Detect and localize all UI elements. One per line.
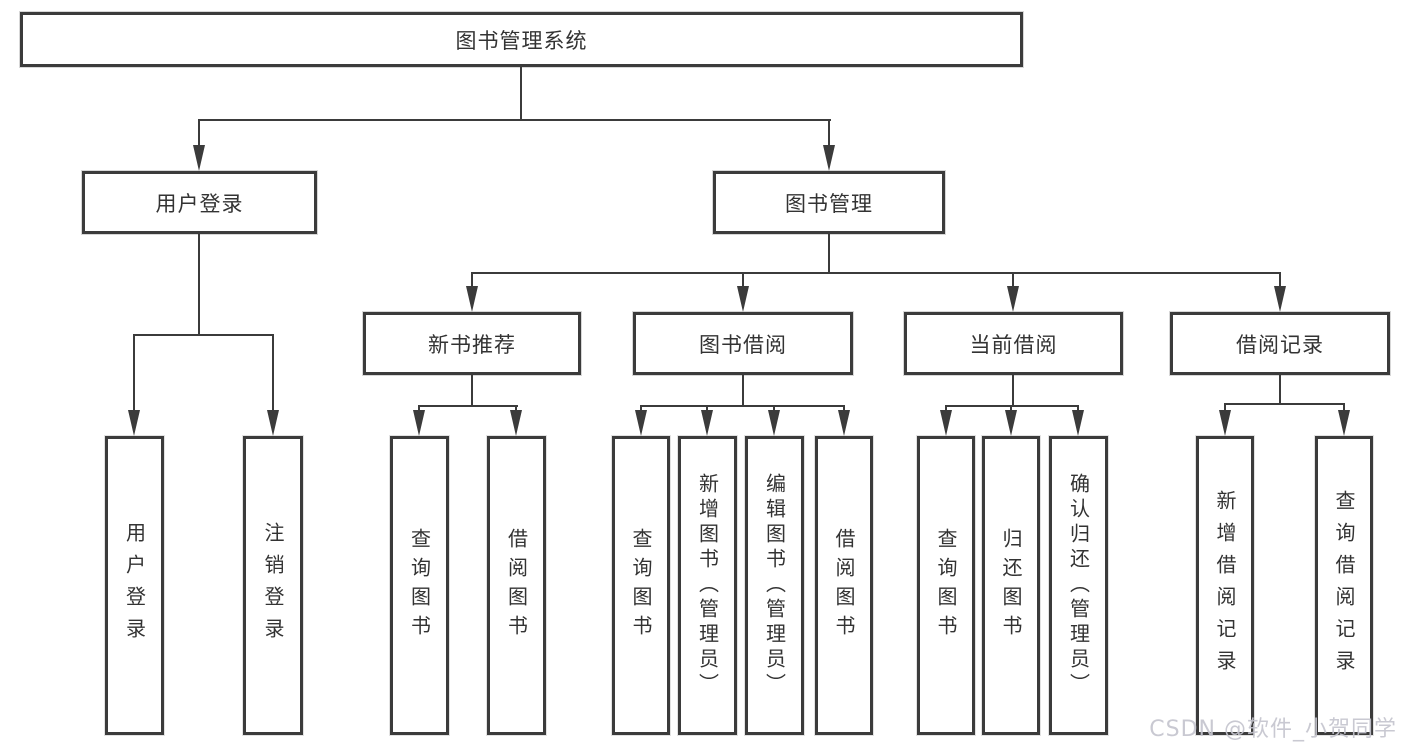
leaf-add-books-admin: 新增图书（管理员） <box>678 436 737 735</box>
node-current-borrow: 当前借阅 <box>904 312 1123 375</box>
leaf-query-books-3: 查询图书 <box>917 436 975 735</box>
node-label: 当前借阅 <box>969 332 1058 357</box>
arrowhead-icon <box>193 145 205 171</box>
connector-line <box>1010 405 1012 413</box>
arrowhead-icon <box>823 145 835 171</box>
connector-line <box>1279 272 1281 288</box>
connector-line <box>1224 403 1226 413</box>
leaf-borrow-books-2: 借阅图书 <box>815 436 873 735</box>
node-label: 用户登录 <box>155 191 244 216</box>
leaf-logout: 注销登录 <box>243 436 303 735</box>
leaf-label: 新增图书（管理员） <box>695 473 720 698</box>
arrowhead-icon <box>1219 410 1231 436</box>
connector-line <box>418 405 518 407</box>
arrowhead-icon <box>1274 286 1286 312</box>
connector-line <box>945 405 1079 407</box>
node-library-management-system: 图书管理系统 <box>20 12 1023 67</box>
arrowhead-icon <box>701 410 713 436</box>
leaf-return-books: 归还图书 <box>982 436 1040 735</box>
arrowhead-icon <box>1005 410 1017 436</box>
connector-line <box>471 375 473 407</box>
leaf-label: 借阅图书 <box>832 527 856 644</box>
connector-line <box>773 405 775 413</box>
connector-line <box>1279 375 1281 405</box>
leaf-user-login: 用户登录 <box>105 436 164 735</box>
leaf-query-books-1: 查询图书 <box>390 436 449 735</box>
leaf-label: 借阅图书 <box>504 527 529 644</box>
connector-line <box>640 405 642 413</box>
node-label: 借阅记录 <box>1236 332 1324 357</box>
leaf-label: 归还图书 <box>999 527 1023 644</box>
connector-line <box>198 119 831 121</box>
leaf-label: 查询图书 <box>407 527 432 644</box>
leaf-confirm-return-admin: 确认归还（管理员） <box>1049 436 1108 735</box>
connector-line <box>1224 403 1345 405</box>
node-book-borrow: 图书借阅 <box>633 312 853 375</box>
leaf-label: 确认归还（管理员） <box>1066 473 1091 698</box>
arrowhead-icon <box>510 410 522 436</box>
leaf-label: 查询借阅记录 <box>1332 489 1356 682</box>
leaf-label: 新增借阅记录 <box>1213 489 1237 682</box>
leaf-query-books-2: 查询图书 <box>612 436 670 735</box>
connector-line <box>1012 272 1014 288</box>
node-user-login: 用户登录 <box>82 171 317 234</box>
connector-line <box>706 405 708 413</box>
node-label: 新书推荐 <box>428 332 516 357</box>
leaf-borrow-books-1: 借阅图书 <box>487 436 546 735</box>
connector-line <box>515 405 517 413</box>
arrowhead-icon <box>737 286 749 312</box>
connector-line <box>843 405 845 413</box>
arrowhead-icon <box>940 410 952 436</box>
arrowhead-icon <box>838 410 850 436</box>
connector-line <box>520 67 522 121</box>
arrowhead-icon <box>413 410 425 436</box>
leaf-label: 编辑图书（管理员） <box>762 473 787 698</box>
leaf-label: 注销登录 <box>261 521 285 650</box>
connector-line <box>418 405 420 413</box>
node-label: 图书借阅 <box>699 332 787 357</box>
leaf-label: 用户登录 <box>122 521 147 650</box>
connector-line <box>828 234 830 274</box>
arrowhead-icon <box>1007 286 1019 312</box>
connector-line <box>945 405 947 413</box>
connector-line <box>1012 375 1014 407</box>
connector-line <box>742 272 744 288</box>
leaf-label: 查询图书 <box>934 527 958 644</box>
watermark: CSDN @软件_小贺同学 <box>1149 717 1397 742</box>
node-new-book-recommend: 新书推荐 <box>363 312 581 375</box>
connector-line <box>471 272 1281 274</box>
node-book-management: 图书管理 <box>713 171 945 234</box>
connector-line <box>272 334 274 412</box>
connector-line <box>198 119 200 148</box>
connector-line <box>471 272 473 288</box>
connector-line <box>1077 405 1079 413</box>
connector-line <box>640 405 845 407</box>
node-label: 图书管理系统 <box>455 28 588 53</box>
node-label: 图书管理 <box>785 191 873 216</box>
leaf-label: 查询图书 <box>629 527 653 644</box>
node-borrow-record: 借阅记录 <box>1170 312 1390 375</box>
leaf-add-borrow-record: 新增借阅记录 <box>1196 436 1254 735</box>
arrowhead-icon <box>466 286 478 312</box>
leaf-edit-books-admin: 编辑图书（管理员） <box>745 436 804 735</box>
connector-line <box>133 334 135 412</box>
arrowhead-icon <box>128 410 140 436</box>
connector-line <box>828 119 830 148</box>
arrowhead-icon <box>267 410 279 436</box>
arrowhead-icon <box>635 410 647 436</box>
connector-line <box>133 334 274 336</box>
leaf-query-borrow-record: 查询借阅记录 <box>1315 436 1373 735</box>
arrowhead-icon <box>768 410 780 436</box>
connector-line <box>1343 403 1345 413</box>
connector-line <box>742 375 744 407</box>
connector-line <box>198 234 200 336</box>
arrowhead-icon <box>1338 410 1350 436</box>
arrowhead-icon <box>1072 410 1084 436</box>
